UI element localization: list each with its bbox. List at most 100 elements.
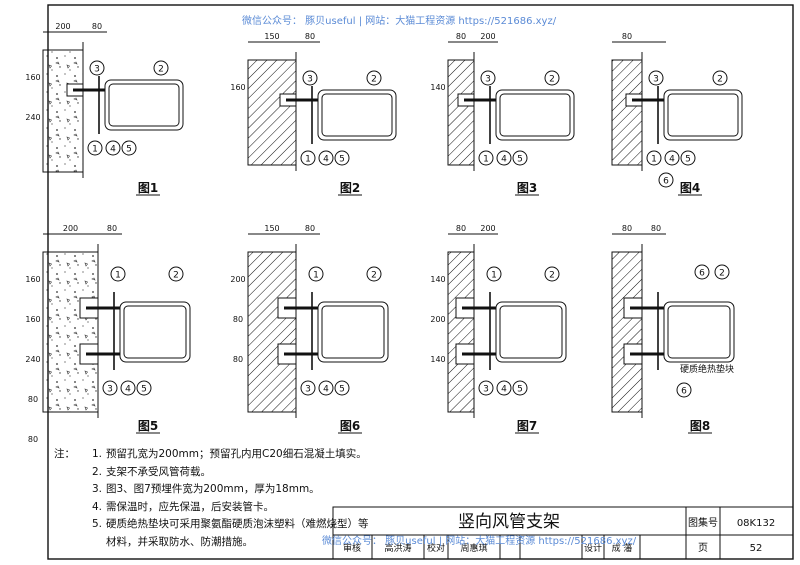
drawing-title: 竖向风管支架 <box>458 512 560 532</box>
callout-circle <box>89 60 105 76</box>
duct-inner <box>499 305 563 359</box>
callout-number: 4 <box>669 155 675 165</box>
callout-number: 3 <box>485 75 491 85</box>
callout-number: 4 <box>501 385 507 395</box>
callout-circle <box>512 150 528 166</box>
wall-section <box>42 49 84 173</box>
callout-number: 2 <box>549 271 555 281</box>
callout-circle <box>544 266 560 282</box>
callout-circle <box>366 70 382 86</box>
callout-circle <box>105 140 121 156</box>
callout-number: 1 <box>491 271 497 281</box>
note-text: 需保温时，应先保温，后安装管卡。 <box>106 500 274 513</box>
note-number: 4. <box>91 500 102 513</box>
duct-outline <box>104 79 184 131</box>
callout-circle <box>664 150 680 166</box>
dimension-label: 240 <box>25 113 40 122</box>
duct-inner <box>321 305 385 359</box>
callout-number: 5 <box>339 155 345 165</box>
atlas-number: 08K132 <box>737 518 775 529</box>
callout-number: 2 <box>173 271 179 281</box>
dimension-label: 80 <box>456 224 466 233</box>
duct-inner <box>108 83 180 127</box>
figure-caption: 图4 <box>680 181 700 195</box>
dimension-label: 200 <box>63 224 78 233</box>
callout-circle <box>478 150 494 166</box>
callout-circle <box>496 380 512 396</box>
dimension-label: 80 <box>456 32 466 41</box>
dimension-label: 160 <box>25 73 40 82</box>
figure-caption: 图5 <box>138 419 158 433</box>
callout-circle <box>366 266 382 282</box>
callout-number: 2 <box>549 75 555 85</box>
callout-circle <box>480 70 496 86</box>
callout-number: 1 <box>651 155 657 165</box>
callout-number: 2 <box>719 269 725 279</box>
callout-number: 1 <box>483 155 489 165</box>
dimension-label: 80 <box>622 32 632 41</box>
dimension-label: 80 <box>305 32 315 41</box>
dimension-label: 160 <box>230 83 245 92</box>
callout-circle <box>676 382 692 398</box>
sign-designer: 成 藩 <box>612 542 633 554</box>
callout-circle <box>153 60 169 76</box>
callout-number: 2 <box>371 271 377 281</box>
callout-circle <box>714 264 730 280</box>
note-number: 5. <box>91 518 102 530</box>
callout-circle <box>334 380 350 396</box>
callout-circle <box>102 380 118 396</box>
wall-section <box>247 251 297 413</box>
callout-circle <box>300 150 316 166</box>
note-number: 2. <box>91 465 102 478</box>
wall-section <box>447 251 475 413</box>
sign-review-label: 审核 <box>343 542 361 554</box>
callout-circle <box>120 380 136 396</box>
callout-number: 1 <box>305 155 311 165</box>
note-row: 3.图3、图7预埋件宽为200mm，厚为18mm。 <box>54 481 369 499</box>
dimension-label: 200 <box>430 315 445 324</box>
figure-caption: 图7 <box>517 419 537 433</box>
callout-number: 5 <box>517 385 523 395</box>
callout-number: 1 <box>313 271 319 281</box>
note-row: 2.支架不承受风管荷载。 <box>54 464 369 482</box>
note-row: 4. 需保温时，应先保温，后安装管卡。 <box>54 499 369 517</box>
figure-caption: 图3 <box>517 181 537 195</box>
sign-checker: 周惠琪 <box>460 542 487 554</box>
wall-section <box>611 251 643 413</box>
dimension-label: 80 <box>28 435 38 444</box>
dimension-label: 80 <box>622 224 632 233</box>
note-row: 注：1.预留孔宽为200mm；预留孔内用C20细石混凝土填实。 <box>54 446 369 464</box>
callout-circle <box>512 380 528 396</box>
wall-section <box>611 59 643 166</box>
note-text: 硬质绝热垫块可采用聚氨酯硬质泡沫塑料（难燃烧型）等 <box>106 518 369 530</box>
callout-number: 3 <box>307 75 313 85</box>
figure-caption: 图6 <box>340 419 360 433</box>
duct-inner <box>667 305 731 359</box>
callout-circle <box>318 150 334 166</box>
dimension-label: 80 <box>107 224 117 233</box>
wall-section <box>247 59 297 166</box>
dimension-label: 140 <box>430 275 445 284</box>
callout-circle <box>300 380 316 396</box>
figure-caption: 图1 <box>138 181 158 195</box>
notes-lead: 注： <box>54 448 75 460</box>
dimension-label: 140 <box>430 83 445 92</box>
dimension-label: 150 <box>264 224 279 233</box>
callout-number: 6 <box>663 177 669 187</box>
callout-number: 6 <box>699 269 705 279</box>
dimension-label: 140 <box>430 355 445 364</box>
duct-outline <box>495 89 575 141</box>
callout-circle <box>694 264 710 280</box>
callout-circle <box>646 150 662 166</box>
callout-number: 4 <box>323 385 329 395</box>
sign-reviewer: 高洪涛 <box>384 542 411 554</box>
callout-circle <box>136 380 152 396</box>
callout-number: 3 <box>107 385 113 395</box>
